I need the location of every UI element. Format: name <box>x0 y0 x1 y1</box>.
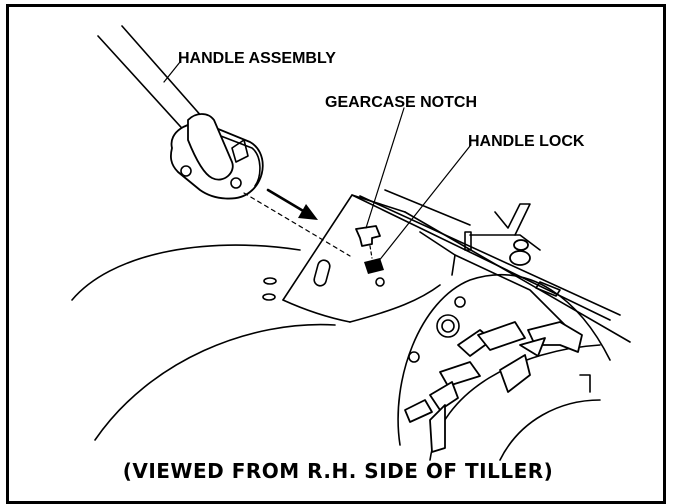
direction-arrow <box>243 188 351 257</box>
tiller-diagram: HANDLE ASSEMBLY GEARCASE NOTCH HANDLE LO… <box>71 25 631 483</box>
label-gearcase-notch: GEARCASE NOTCH <box>325 94 477 111</box>
leader-lines <box>163 61 471 263</box>
label-handle-assembly: HANDLE ASSEMBLY <box>178 50 336 67</box>
frame-rails <box>351 189 631 343</box>
left-wheel <box>71 244 336 441</box>
diagram-caption: (VIEWED FROM R.H. SIDE OF TILLER) <box>123 459 554 483</box>
tine-blades <box>404 321 583 453</box>
label-handle-lock: HANDLE LOCK <box>468 133 585 150</box>
handle-assembly-drawing <box>97 25 264 200</box>
handle-lock-part <box>364 258 384 274</box>
gearcase-notch-part <box>355 225 381 259</box>
diagram-frame <box>6 4 666 504</box>
gearcase-plate <box>262 194 441 323</box>
